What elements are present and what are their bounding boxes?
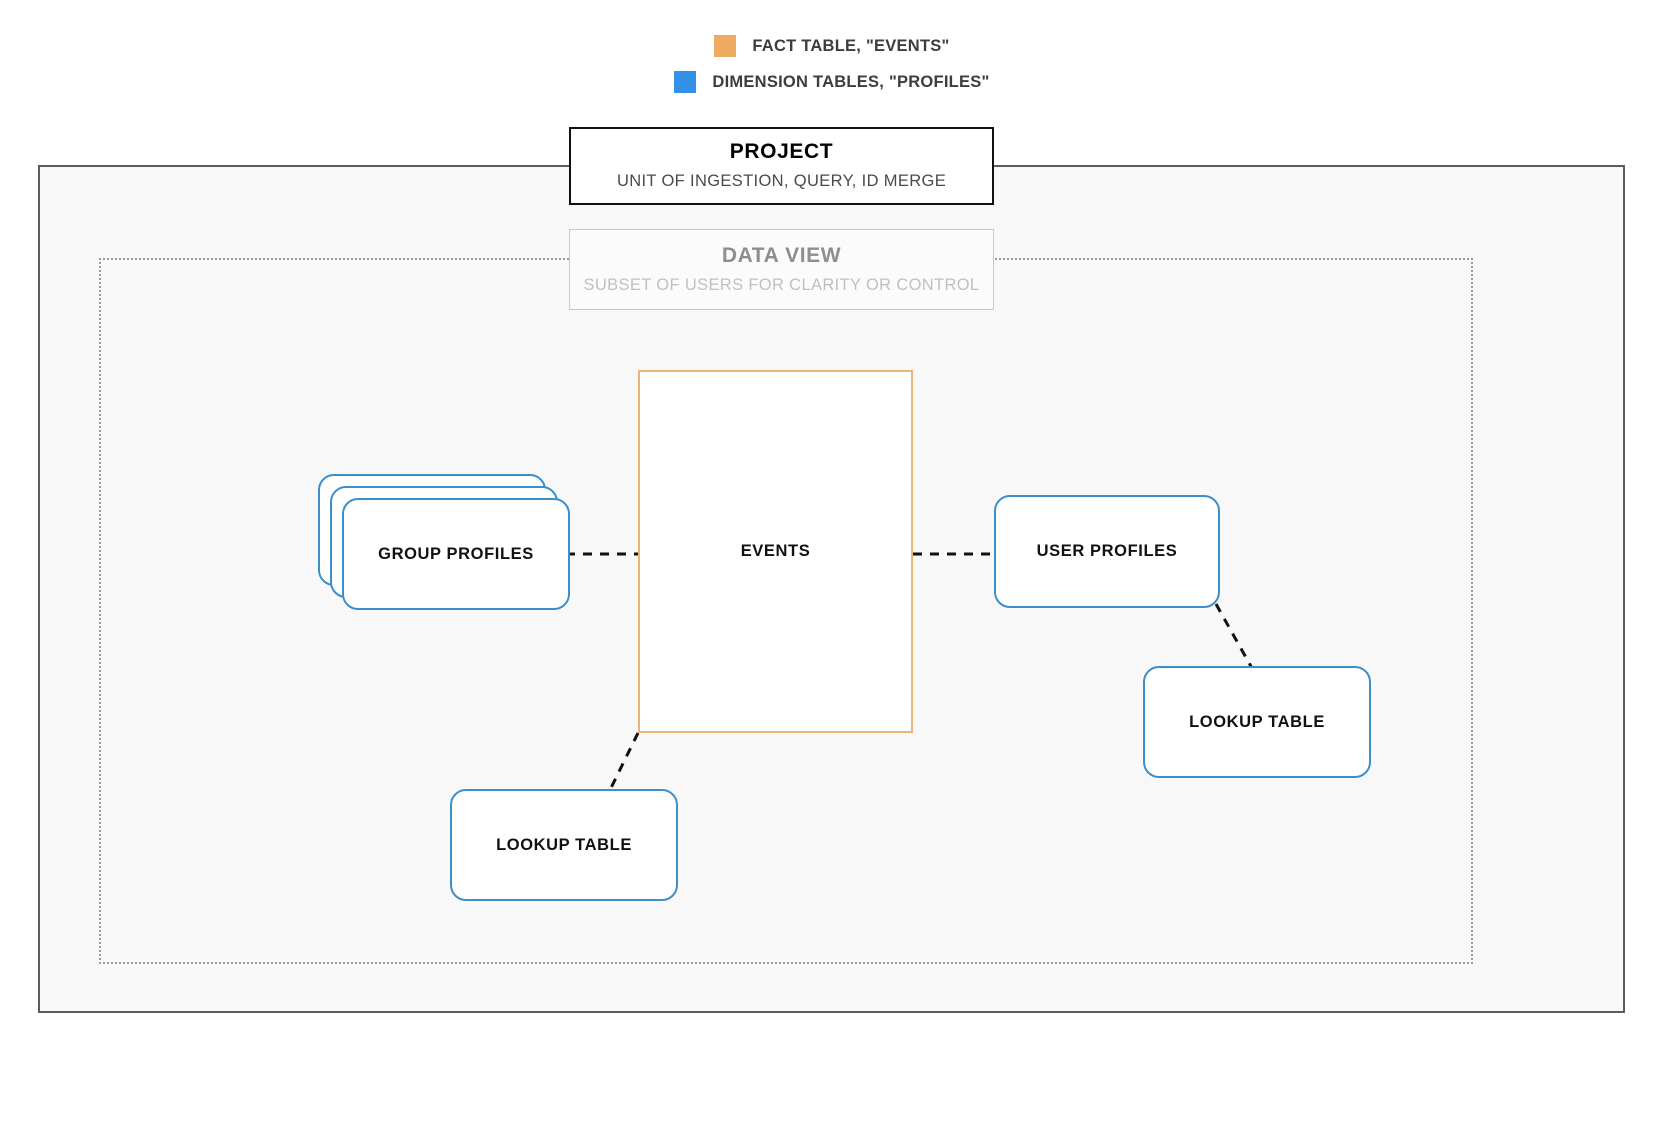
node-label-lookup-table-right: LOOKUP TABLE bbox=[1189, 712, 1325, 731]
node-user-profiles[interactable]: USER PROFILES bbox=[994, 495, 1220, 608]
legend: FACT TABLE, "EVENTS" DIMENSION TABLES, "… bbox=[0, 28, 1664, 100]
data-view-subtitle: SUBSET OF USERS FOR CLARITY OR CONTROL bbox=[583, 275, 980, 294]
square-swatch-icon-dimension-tables bbox=[674, 71, 697, 93]
node-label-user-profiles: USER PROFILES bbox=[1036, 542, 1178, 560]
legend-label-fact-table: FACT TABLE, "EVENTS" bbox=[752, 36, 950, 55]
project-subtitle: UNIT OF INGESTION, QUERY, ID MERGE bbox=[616, 172, 947, 191]
legend-label-dimension-tables: DIMENSION TABLES, "PROFILES" bbox=[712, 72, 990, 91]
node-label-group-profiles: GROUP PROFILES bbox=[378, 544, 534, 563]
data-view-title: DATA VIEW bbox=[721, 243, 842, 267]
project-header-card[interactable]: PROJECT UNIT OF INGESTION, QUERY, ID MER… bbox=[569, 127, 994, 205]
node-group-profiles[interactable]: GROUP PROFILES bbox=[318, 474, 570, 610]
legend-row-fact-table: FACT TABLE, "EVENTS" bbox=[0, 28, 1664, 64]
node-label-events: EVENTS bbox=[740, 542, 811, 560]
node-lookup-table-right[interactable]: LOOKUP TABLE bbox=[1143, 666, 1371, 778]
project-title: PROJECT bbox=[729, 140, 834, 164]
legend-row-dimension-tables: DIMENSION TABLES, "PROFILES" bbox=[0, 64, 1664, 100]
square-swatch-icon-fact-table bbox=[714, 35, 737, 57]
node-label-lookup-table-left: LOOKUP TABLE bbox=[496, 835, 632, 854]
node-lookup-table-left[interactable]: LOOKUP TABLE bbox=[450, 789, 678, 901]
data-view-header-card[interactable]: DATA VIEW SUBSET OF USERS FOR CLARITY OR… bbox=[569, 229, 994, 310]
group-profiles-stack-layer-front[interactable]: GROUP PROFILES bbox=[342, 498, 570, 610]
node-events[interactable]: EVENTS bbox=[638, 370, 913, 733]
